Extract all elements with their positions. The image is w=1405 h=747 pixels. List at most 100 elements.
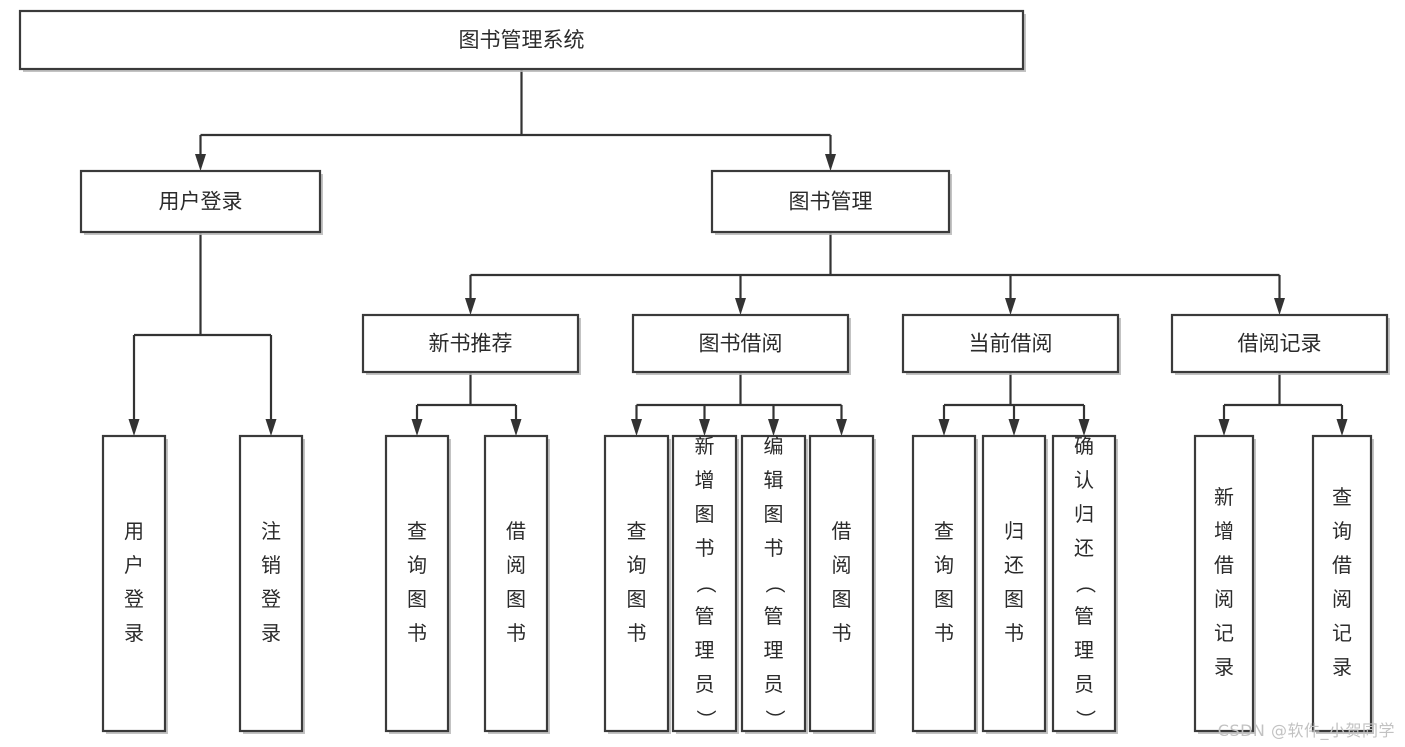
- svg-text:新: 新: [695, 434, 715, 458]
- svg-text:阅: 阅: [506, 553, 526, 577]
- svg-text:增: 增: [695, 468, 715, 492]
- arrow-head-icon: [1218, 419, 1230, 436]
- svg-text:注: 注: [261, 519, 281, 543]
- svg-text:录: 录: [1332, 655, 1352, 679]
- svg-text:借: 借: [832, 519, 852, 543]
- svg-text:询: 询: [627, 553, 647, 577]
- svg-text:书: 书: [627, 621, 647, 645]
- node-label-root: 图书管理系统: [459, 28, 585, 52]
- svg-text:书: 书: [1004, 621, 1024, 645]
- svg-text:管: 管: [764, 604, 784, 628]
- arrow-head-icon: [128, 419, 140, 436]
- arrow-head-icon: [1336, 419, 1348, 436]
- svg-text:）: ）: [763, 710, 787, 730]
- node-box-leaf-query-book-rec[interactable]: [384, 434, 450, 733]
- svg-text:查: 查: [407, 519, 427, 543]
- node-box-leaf-borrow-book-bor[interactable]: [808, 434, 875, 733]
- svg-text:销: 销: [261, 553, 281, 577]
- svg-text:编: 编: [764, 434, 784, 458]
- node-box-leaf-confirm-return[interactable]: [1051, 434, 1117, 733]
- node-label-book-manage: 图书管理: [789, 190, 873, 214]
- node-box-book-borrow[interactable]: [631, 313, 850, 374]
- node-box-leaf-user-login[interactable]: [101, 434, 167, 733]
- arrow-head-icon: [265, 419, 277, 436]
- svg-text:理: 理: [764, 638, 784, 662]
- node-box-leaf-edit-book[interactable]: [740, 434, 807, 733]
- arrow-head-icon: [1008, 419, 1020, 436]
- node-label-current-borrow: 当前借阅: [969, 332, 1053, 356]
- svg-text:录: 录: [1214, 655, 1234, 679]
- node-box-leaf-add-book[interactable]: [671, 434, 738, 733]
- svg-text:询: 询: [407, 553, 427, 577]
- arrow-head-icon: [1274, 298, 1285, 315]
- svg-text:书: 书: [695, 536, 715, 560]
- svg-text:员: 员: [764, 672, 784, 696]
- arrow-head-icon: [195, 154, 206, 171]
- svg-text:员: 员: [695, 672, 715, 696]
- svg-text:询: 询: [1332, 519, 1352, 543]
- node-box-leaf-query-record[interactable]: [1311, 434, 1373, 733]
- svg-text:（: （: [1074, 574, 1098, 594]
- svg-text:认: 认: [1074, 468, 1094, 492]
- svg-text:书: 书: [934, 621, 954, 645]
- svg-text:户: 户: [124, 553, 144, 577]
- node-box-leaf-return-book[interactable]: [981, 434, 1047, 733]
- node-box-current-borrow[interactable]: [901, 313, 1120, 374]
- svg-text:借: 借: [1332, 553, 1352, 577]
- svg-text:图: 图: [627, 587, 647, 611]
- svg-text:）: ）: [694, 710, 718, 730]
- svg-text:员: 员: [1074, 672, 1094, 696]
- arrow-head-icon: [465, 298, 476, 315]
- node-box-leaf-add-record[interactable]: [1193, 434, 1255, 733]
- svg-text:借: 借: [506, 519, 526, 543]
- svg-text:（: （: [694, 574, 718, 594]
- svg-text:用: 用: [124, 519, 144, 543]
- arrow-head-icon: [825, 154, 836, 171]
- node-box-user-login[interactable]: [79, 169, 322, 234]
- svg-text:理: 理: [695, 638, 715, 662]
- svg-text:图: 图: [506, 587, 526, 611]
- node-box-leaf-query-book-bor[interactable]: [603, 434, 670, 733]
- node-box-leaf-query-book-cur[interactable]: [911, 434, 977, 733]
- arrow-head-icon: [510, 419, 522, 436]
- svg-text:确: 确: [1074, 434, 1094, 458]
- svg-text:登: 登: [261, 587, 281, 611]
- node-label-user-login: 用户登录: [159, 190, 243, 214]
- svg-text:记: 记: [1214, 621, 1234, 645]
- svg-text:查: 查: [627, 519, 647, 543]
- svg-text:辑: 辑: [764, 468, 784, 492]
- node-box-leaf-borrow-book-rec[interactable]: [483, 434, 549, 733]
- node-label-book-borrow: 图书借阅: [699, 332, 783, 356]
- svg-text:理: 理: [1074, 638, 1094, 662]
- node-box-book-manage[interactable]: [710, 169, 951, 234]
- node-box-leaf-logout[interactable]: [238, 434, 304, 733]
- node-box-new-book-recommend[interactable]: [361, 313, 580, 374]
- node-box-root[interactable]: [18, 9, 1025, 71]
- node-box-borrow-record[interactable]: [1170, 313, 1389, 374]
- arrow-head-icon: [411, 419, 423, 436]
- node-label-borrow-record: 借阅记录: [1238, 332, 1322, 356]
- arrow-head-icon: [1005, 298, 1016, 315]
- svg-text:查: 查: [934, 519, 954, 543]
- svg-text:登: 登: [124, 587, 144, 611]
- svg-text:图: 图: [832, 587, 852, 611]
- svg-text:增: 增: [1214, 519, 1234, 543]
- svg-text:（: （: [763, 574, 787, 594]
- svg-text:图: 图: [407, 587, 427, 611]
- svg-text:图: 图: [764, 502, 784, 526]
- svg-text:录: 录: [261, 621, 281, 645]
- svg-text:还: 还: [1074, 536, 1094, 560]
- svg-text:图: 图: [934, 587, 954, 611]
